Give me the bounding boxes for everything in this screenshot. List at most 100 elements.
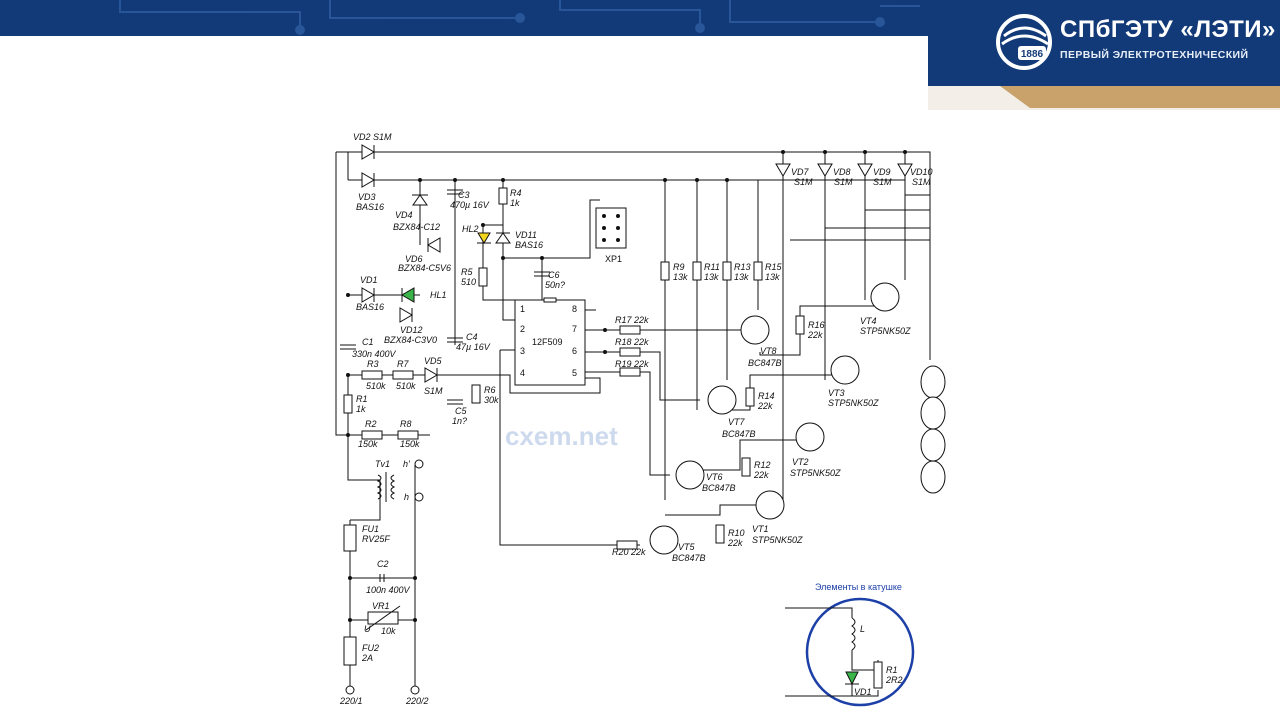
label-r1: R1 <box>356 394 368 404</box>
resistor-r5 <box>478 267 488 287</box>
circuit-schematic: cxem.net <box>335 132 946 707</box>
capacitor-c3 <box>447 189 463 195</box>
component-labels: VD2 S1M VD3 BAS16 C3 470µ 16V R4 1k VD4 … <box>339 132 933 706</box>
label-h1: h' <box>403 459 410 469</box>
resistor-r20 <box>616 540 638 550</box>
label-pin3: 3 <box>520 346 525 356</box>
inset-circle <box>805 597 915 707</box>
resistor-r15 <box>753 261 763 281</box>
label-vd8: VD8 <box>833 167 851 177</box>
label-terminal-220-2: 220/2 <box>405 696 429 706</box>
label-vd11-value: BAS16 <box>515 240 543 250</box>
label-r13: R13 <box>734 262 751 272</box>
heating-coil <box>920 365 946 494</box>
label-pin5: 5 <box>572 368 577 378</box>
transformer-tv1 <box>376 472 396 502</box>
label-hl2: HL2 <box>462 224 479 234</box>
capacitor-c1 <box>340 344 356 350</box>
label-vt3: VT3 <box>828 388 845 398</box>
inset-label-vd1: VD1 <box>854 687 872 697</box>
mosfet-vt4 <box>870 282 900 312</box>
diode-vd7 <box>775 163 791 177</box>
label-vd12-value: BZX84-C3V0 <box>384 335 437 345</box>
label-vd3-value: BAS16 <box>356 202 384 212</box>
label-r8-value: 150k <box>400 439 420 449</box>
led-hl2 <box>477 232 491 244</box>
resistor-r7 <box>392 370 414 380</box>
inset-label-r1-value: 2R2 <box>885 675 903 685</box>
resistor-r9 <box>660 261 670 281</box>
resistor-r1 <box>343 394 353 414</box>
inset-coil-elements: Элементы в катушке L R1 2R2 VD1 <box>785 582 915 707</box>
diode-vd5 <box>424 367 438 383</box>
label-vd10-value: S1M <box>912 177 931 187</box>
resistor-r6 <box>471 384 481 404</box>
label-vd2: VD2 S1M <box>353 132 392 142</box>
label-c5: C5 <box>455 406 467 416</box>
resistor-r3 <box>361 370 383 380</box>
diode-vd1 <box>361 287 375 303</box>
label-vt2: VT2 <box>792 457 809 467</box>
label-r3-value: 510k <box>366 381 386 391</box>
inset-label-l: L <box>860 624 865 634</box>
transistor-vt7 <box>707 385 737 415</box>
inset-title: Элементы в катушке <box>815 582 902 592</box>
label-r9-value: 13k <box>673 272 688 282</box>
inset-label-r1: R1 <box>886 665 898 675</box>
label-fu1: FU1 <box>362 524 379 534</box>
label-tv1: Tv1 <box>375 459 390 469</box>
label-vt5-value: BC847B <box>672 553 706 563</box>
header-band <box>0 0 1280 110</box>
label-pin4: 4 <box>520 368 525 378</box>
transistor-vt8 <box>740 315 770 345</box>
label-vt7-value: BC847B <box>722 429 756 439</box>
capacitor-c5 <box>447 399 463 405</box>
label-vd9-value: S1M <box>873 177 892 187</box>
label-vd1: VD1 <box>360 275 378 285</box>
mosfet-vt3 <box>830 355 860 385</box>
circuit-pattern <box>119 0 920 35</box>
label-r17: R17 22k <box>615 315 649 325</box>
label-vd6: VD6 <box>405 254 423 264</box>
label-r1-value: 1k <box>356 404 366 414</box>
logo: 1886 СПбГЭТУ «ЛЭТИ» ПЕРВЫЙ ЭЛЕКТРОТЕХНИЧ… <box>996 14 1275 76</box>
diode-symbols <box>361 144 913 383</box>
led-hl1 <box>401 287 415 303</box>
label-c6: C6 <box>548 270 560 280</box>
label-vd7-value: S1M <box>794 177 813 187</box>
label-vt8-value: BC847B <box>748 358 782 368</box>
label-vd5: VD5 <box>424 356 443 366</box>
zener-vd12 <box>399 307 413 323</box>
label-pin6: 6 <box>572 346 577 356</box>
label-fu2: FU2 <box>362 643 379 653</box>
label-r12-value: 22k <box>753 470 769 480</box>
resistor-symbols <box>343 187 805 666</box>
diode-vd10 <box>897 163 913 177</box>
label-r19: R19 22k <box>615 359 649 369</box>
zener-vd4 <box>412 194 428 206</box>
diode-vd2 <box>361 144 375 160</box>
label-vd3: VD3 <box>358 192 376 202</box>
label-vd4-value: BZX84-C12 <box>393 222 440 232</box>
resistor-r11 <box>692 261 702 281</box>
label-c2: C2 <box>377 559 389 569</box>
capacitor-c6 <box>534 271 550 277</box>
label-r4: R4 <box>510 188 522 198</box>
label-vd10: VD10 <box>910 167 933 177</box>
label-vt1: VT1 <box>752 524 769 534</box>
label-vd8-value: S1M <box>834 177 853 187</box>
label-r15: R15 <box>765 262 783 272</box>
resistor-r16 <box>795 315 805 335</box>
capacitor-c2 <box>379 574 385 582</box>
diode-vd11 <box>495 232 511 244</box>
label-r3: R3 <box>367 359 379 369</box>
label-r5-value: 510 <box>461 277 476 287</box>
label-r11-value: 13k <box>704 272 719 282</box>
label-r6-value: 30k <box>484 395 499 405</box>
label-vr1: VR1 <box>372 601 390 611</box>
label-pin2: 2 <box>520 324 525 334</box>
label-r10: R10 <box>728 528 745 538</box>
label-c2-value: 100n 400V <box>366 585 411 595</box>
label-xp1: XP1 <box>605 254 622 264</box>
inset-led-vd1 <box>845 671 859 686</box>
